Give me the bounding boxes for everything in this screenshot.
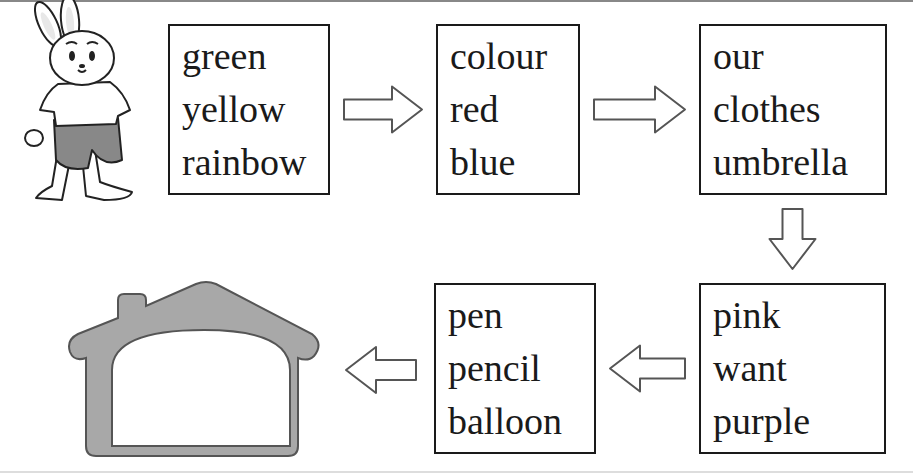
frame-line: [0, 0, 913, 2]
block-arrow: [770, 209, 816, 269]
word-text: purple: [713, 395, 872, 448]
word-box: pinkwantpurple: [699, 283, 886, 454]
word-text: rainbow: [182, 136, 316, 189]
word-text: green: [182, 30, 316, 83]
block-arrow: [346, 347, 416, 393]
word-text: balloon: [448, 395, 582, 448]
block-arrow: [594, 87, 685, 133]
word-box: greenyellowrainbow: [168, 24, 330, 195]
word-text: umbrella: [713, 136, 873, 189]
word-text: pen: [448, 289, 582, 342]
word-text: yellow: [182, 83, 316, 136]
word-text: blue: [450, 136, 566, 189]
word-text: our: [713, 30, 873, 83]
house-outline: [69, 282, 319, 456]
word-text: pencil: [448, 342, 582, 395]
word-box: ourclothesumbrella: [699, 24, 887, 195]
word-box: colourredblue: [436, 24, 580, 195]
word-text: clothes: [713, 83, 873, 136]
word-text: want: [713, 342, 872, 395]
block-arrow: [344, 87, 422, 133]
word-box: penpencilballoon: [434, 283, 596, 454]
block-arrow: [610, 346, 685, 392]
word-text: pink: [713, 289, 872, 342]
word-text: red: [450, 83, 566, 136]
rabbit-figure: [25, 0, 132, 200]
word-text: colour: [450, 30, 566, 83]
frame-line: [0, 472, 913, 473]
